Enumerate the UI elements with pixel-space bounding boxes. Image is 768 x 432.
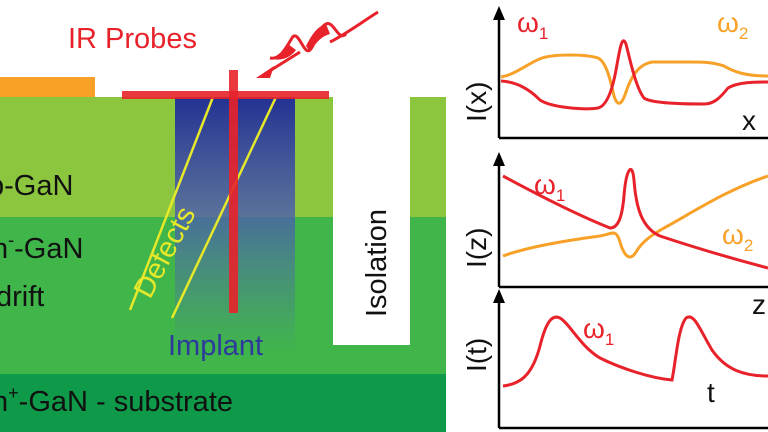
plot-iz-xlabel: z <box>752 289 766 320</box>
probes-title: IR Probes <box>68 23 197 55</box>
plot-iz-omega2: ω2 <box>722 219 753 255</box>
plot-it: I(t) t ω1 <box>461 289 768 430</box>
probe-beam-vertical <box>229 70 238 313</box>
plot-ix-ylabel: I(x) <box>461 82 492 122</box>
metal-contact <box>0 77 95 97</box>
curve-omega2 <box>500 53 768 105</box>
plot-it-omega1: ω1 <box>583 313 614 349</box>
ir-photon-icon <box>256 10 379 78</box>
plot-ix: I(x) x ω1 ω2 <box>461 6 768 140</box>
y-axis-arrow <box>493 289 505 303</box>
plot-iz-omega1: ω1 <box>534 169 565 205</box>
intensity-plots: I(x) x ω1 ω2 I(z) z ω1 ω2 I(t) t ω1 <box>461 6 768 430</box>
plot-it-ylabel: I(t) <box>461 338 492 372</box>
plot-iz: I(z) z ω1 ω2 <box>461 152 768 320</box>
defect-line <box>128 96 215 311</box>
defect-line <box>170 96 278 319</box>
curve-omega1 <box>502 167 768 270</box>
y-axis-arrow <box>493 152 505 166</box>
plot-ix-xlabel: x <box>742 105 756 136</box>
n-minus-gan-label: n--GaN <box>0 230 83 265</box>
plot-it-xlabel: t <box>707 377 715 408</box>
plot-ix-omega2: ω2 <box>717 7 748 43</box>
plot-ix-omega1: ω1 <box>517 7 548 43</box>
n-substrate-layer <box>0 374 446 432</box>
n-plus-substrate-label: n+-GaN - substrate <box>0 383 233 418</box>
y-axis-arrow <box>493 6 505 20</box>
implant-label: Implant <box>168 330 263 362</box>
curve-omega2 <box>502 174 768 259</box>
curve-omega1 <box>502 315 768 388</box>
isolation-label: Isolation <box>361 209 393 317</box>
drift-label: drift <box>0 281 44 313</box>
probe-beam-horizontal <box>122 91 329 99</box>
plot-iz-ylabel: I(z) <box>461 228 492 268</box>
curve-omega1 <box>500 39 768 111</box>
isolation-trench <box>333 97 410 345</box>
device-cross-section: IR Probes p-GaN n--GaN drift n+-GaN - su… <box>0 23 446 432</box>
p-gan-label: p-GaN <box>0 170 73 202</box>
